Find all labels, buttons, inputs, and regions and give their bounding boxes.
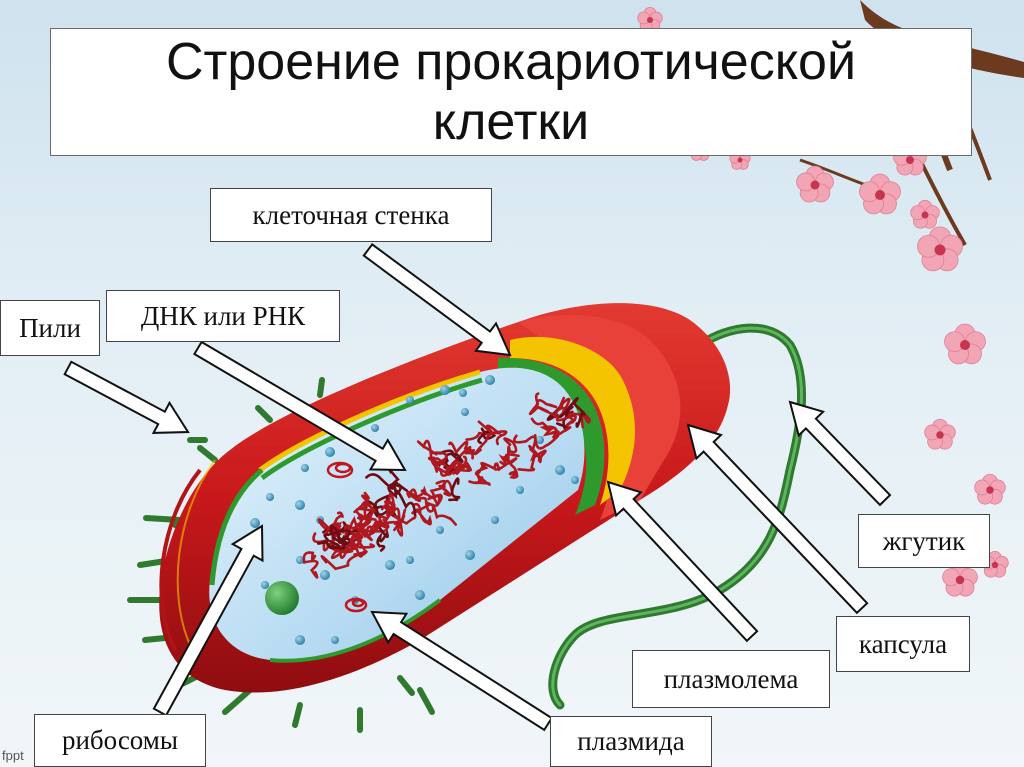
cell-wall-layer [510, 336, 635, 505]
label-cell-wall-text: клеточная стенка [252, 199, 450, 230]
ribosome-dot [266, 493, 274, 501]
cytoplasm [209, 367, 585, 661]
ribosome-dot [296, 556, 304, 564]
ribosome-dot [295, 635, 305, 645]
label-dna-rna-text: ДНК или РНК [140, 300, 306, 331]
ribosome-dot [325, 447, 335, 457]
ribosome-dot [320, 570, 330, 580]
ribosome-dot [415, 590, 425, 600]
label-flagellum-text: жгутик [882, 525, 966, 556]
title-box: Строение прокариотической клетки [50, 28, 972, 156]
ribosome-dot [385, 560, 395, 570]
ribosome-dot [406, 556, 414, 564]
pointer-arrows [63, 243, 892, 732]
blossom-icon [910, 199, 940, 229]
ribosome-dot [491, 516, 499, 524]
blossom-icon [974, 473, 1006, 505]
ribosome-dot [261, 581, 269, 589]
label-capsule: капсула [836, 616, 970, 672]
pointer-arrow [362, 243, 512, 357]
ribosome-dot [555, 465, 565, 475]
watermark: fppt [2, 748, 24, 763]
label-dna-rna: ДНК или РНК [106, 290, 340, 342]
label-ribosomes: рибосомы [34, 714, 206, 767]
pointer-arrow [63, 360, 190, 434]
label-plasmid-text: плазмида [577, 726, 685, 756]
large-granule [265, 581, 299, 615]
ribosome-dot [331, 636, 339, 644]
label-pili: Пили [0, 300, 100, 356]
page-title: Строение прокариотической клетки [166, 33, 856, 151]
blossom-icon [917, 226, 963, 272]
pointer-arrow [193, 340, 407, 472]
pointer-arrow [788, 400, 892, 507]
blossom-icon [944, 323, 986, 365]
ribosome-dot [301, 464, 309, 472]
ribosome-dot [461, 408, 469, 416]
ribosome-dot [465, 550, 475, 560]
plasmid-shape [326, 461, 368, 613]
ribosome-dot [516, 486, 524, 494]
pointer-arrow [606, 480, 759, 643]
pointer-arrow [152, 524, 264, 717]
ribosome-dot [250, 518, 260, 528]
ribosome-dot [536, 436, 544, 444]
ribosome-dot [459, 389, 467, 397]
label-ribosomes-text: рибосомы [61, 725, 179, 755]
blossom-icon [924, 418, 956, 450]
label-capsule-text: капсула [858, 628, 948, 659]
ribosome-dot [295, 500, 305, 510]
pointer-arrow [370, 610, 554, 732]
ribosome-dot [436, 526, 444, 534]
blossom-icon [796, 165, 834, 203]
ribosome-dot [440, 385, 450, 395]
ribosome-dot [571, 476, 579, 484]
label-plasmid: плазмида [550, 716, 712, 767]
label-pili-text: Пили [19, 312, 81, 343]
label-cell-wall: клеточная стенка [210, 188, 492, 242]
ribosome-dot [406, 396, 414, 404]
ribosome-dot [485, 375, 495, 385]
label-plasmalemma: плазмолема [632, 650, 830, 708]
blossom-icon [859, 173, 901, 215]
label-plasmalemma-text: плазмолема [663, 663, 799, 694]
label-flagellum: жгутик [858, 514, 990, 568]
pointer-arrow [686, 423, 869, 615]
ribosome-dot [371, 424, 379, 432]
